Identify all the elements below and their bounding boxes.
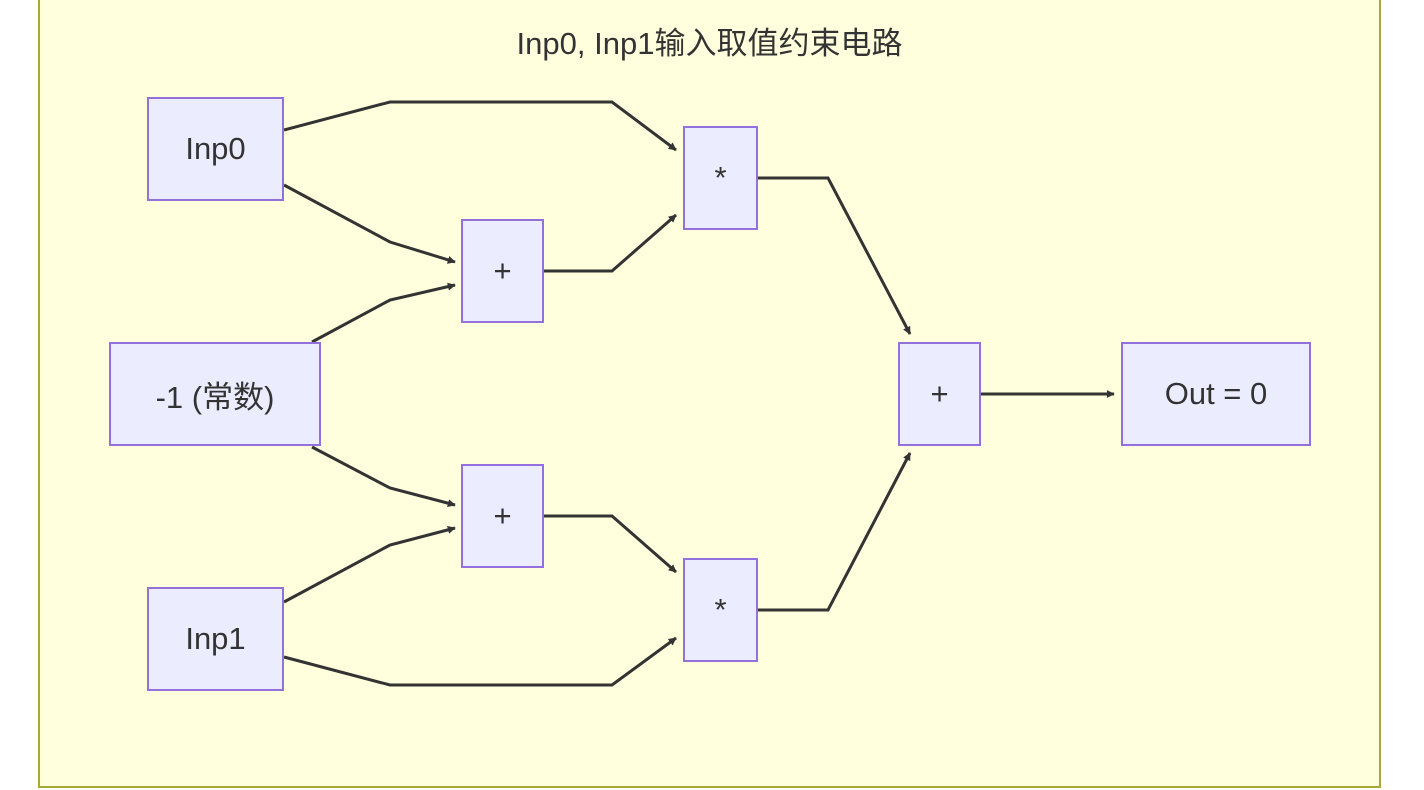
node-add-bottom: + bbox=[461, 464, 544, 568]
edge-const-to-add-bottom bbox=[311, 445, 456, 508]
edge-inp0-to-add-top bbox=[283, 183, 456, 264]
edge-inp1-to-add-bottom bbox=[283, 525, 456, 604]
edge-add-top-to-mul-top bbox=[544, 213, 677, 273]
node-inp0: Inp0 bbox=[147, 97, 284, 201]
node-add-final: + bbox=[898, 342, 981, 446]
node-add-top: + bbox=[461, 219, 544, 323]
node-mul-top: * bbox=[683, 126, 758, 230]
edge-mul-bottom-to-add-final bbox=[758, 452, 912, 612]
node-inp1: Inp1 bbox=[147, 587, 284, 691]
edge-add-bottom-to-mul-bottom bbox=[544, 514, 677, 574]
node-mul-bottom: * bbox=[683, 558, 758, 662]
cluster-title: Inp0, Inp1输入取值约束电路 bbox=[516, 26, 903, 61]
edge-inp0-to-mul-top bbox=[283, 100, 677, 152]
edge-mul-top-to-add-final bbox=[758, 176, 912, 335]
edge-inp1-to-mul-bottom bbox=[283, 636, 677, 687]
node-out: Out = 0 bbox=[1121, 342, 1311, 446]
node-constant-neg1: -1 (常数) bbox=[109, 342, 321, 446]
edge-const-to-add-top bbox=[311, 282, 456, 344]
